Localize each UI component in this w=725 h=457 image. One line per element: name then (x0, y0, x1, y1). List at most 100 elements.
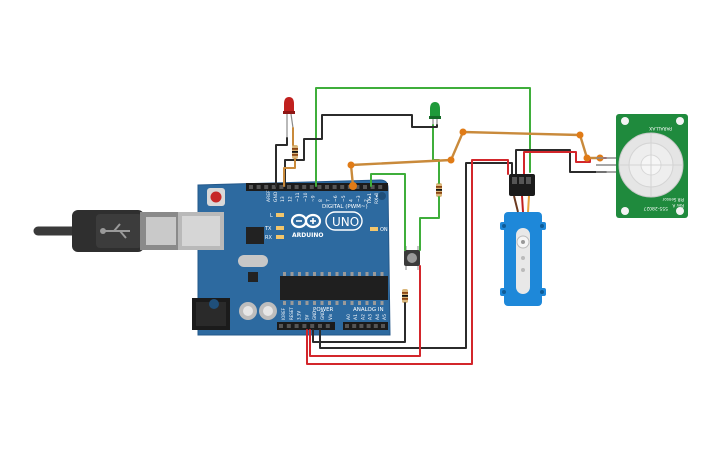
digital-pin-hole[interactable] (378, 185, 383, 189)
chip-pin (305, 272, 309, 276)
wire-red-pir-power[interactable] (523, 151, 607, 175)
power-pin-hole[interactable] (325, 324, 330, 328)
chip-pin (313, 301, 316, 305)
chip-pin (365, 301, 369, 305)
digital-pin-hole[interactable] (325, 185, 329, 189)
digital-pin-hole[interactable] (309, 185, 314, 189)
digital-pin-hole[interactable] (317, 185, 322, 189)
digital-pin-hole[interactable] (340, 185, 345, 189)
crystal (238, 255, 268, 267)
usb-cable[interactable] (33, 210, 180, 252)
analog-pin-label: A4 (375, 314, 381, 320)
wire-red-servo-power[interactable] (306, 159, 509, 365)
power-pin-hole[interactable] (310, 324, 315, 328)
led-tx-label: TX (264, 226, 272, 232)
wire-green-led-button[interactable] (419, 196, 440, 251)
digital-pin-label: 12 (288, 196, 294, 202)
led-tx-indicator (276, 226, 284, 230)
red-led[interactable] (283, 97, 295, 138)
analog-pin-label: A5 (382, 314, 388, 320)
power-pin-hole[interactable] (279, 324, 283, 328)
chip-pin (380, 301, 384, 305)
wire-black-button-gnd[interactable] (312, 302, 406, 343)
digital-pin-hole[interactable] (287, 185, 291, 189)
pir-sensor[interactable]: PARALLAX 555-28027 PIR Sensor Rev A (596, 114, 688, 218)
analog-pin-hole[interactable] (345, 324, 349, 328)
power-pin-hole[interactable] (302, 324, 307, 328)
analog-pin-label: A0 (346, 314, 352, 320)
on-led (370, 227, 378, 231)
digital-pin-hole[interactable] (271, 185, 276, 189)
analog-header (343, 322, 388, 330)
digital-pin-hole[interactable] (264, 185, 269, 189)
model-label: UNO (332, 215, 359, 229)
analog-pin-hole[interactable] (366, 324, 371, 328)
analog-pin-label: A2 (360, 314, 366, 320)
wire-green-led[interactable] (432, 124, 440, 184)
junction-dot (349, 182, 357, 190)
chip-pin (320, 301, 324, 305)
chip-pin (335, 272, 339, 276)
digital-pin-label: ~6 (333, 195, 339, 202)
analog-label: ANALOG IN (353, 307, 384, 313)
rx-pin-label: RX◂0 (374, 193, 380, 204)
digital-pin-hole[interactable] (279, 185, 284, 189)
chip-pin (358, 272, 361, 276)
power-pin-hole[interactable] (286, 324, 291, 328)
junction-dot (447, 156, 455, 164)
power-pin-label: Vin (328, 313, 333, 320)
chip-pin (298, 272, 301, 276)
green-led-resistor[interactable] (436, 183, 442, 197)
analog-pin-hole[interactable] (373, 324, 378, 328)
chip-pin (358, 301, 361, 305)
servo-motor[interactable] (500, 174, 546, 306)
pushbutton[interactable] (404, 246, 420, 270)
pir-rev-label: Rev A (672, 203, 684, 208)
gnd-label: GND (273, 191, 279, 202)
power-pin-hole[interactable] (294, 324, 299, 328)
wire-black-red-led[interactable] (275, 137, 288, 187)
green-led[interactable] (429, 102, 441, 125)
analog-pin-hole[interactable] (381, 324, 385, 328)
pir-part-label: 555-28027 (643, 205, 668, 211)
digital-pin-hole[interactable] (355, 185, 360, 189)
digital-pin-hole[interactable] (294, 185, 299, 189)
led-l-label: L (270, 213, 273, 219)
digital-header (246, 183, 388, 191)
wire-red-button-power[interactable] (309, 265, 421, 357)
digital-pin-label: 2 (364, 199, 370, 202)
digital-pin-hole[interactable] (370, 185, 375, 189)
red-led-resistor[interactable] (292, 145, 298, 159)
power-pin-hole[interactable] (318, 324, 322, 328)
wire-black-servo-gnd[interactable] (319, 162, 513, 349)
wire-orange-resistor-pin[interactable] (283, 158, 296, 187)
wire-green-button[interactable] (370, 173, 406, 251)
button-resistor[interactable] (402, 289, 408, 303)
wire-black-gnd[interactable] (284, 114, 438, 187)
digital-pin-hole[interactable] (302, 185, 307, 189)
digital-pin-label: 7 (326, 199, 332, 202)
digital-pin-label: 4 (348, 199, 354, 202)
arduino-logo-icon (290, 213, 322, 229)
wire-junctions (347, 128, 604, 190)
junction-dot (347, 161, 355, 169)
chip-pin (373, 272, 376, 276)
digital-pin-hole[interactable] (363, 185, 367, 189)
digital-pin-hole[interactable] (332, 185, 337, 189)
power-label: POWER (313, 307, 334, 313)
analog-pin-label: A1 (353, 314, 359, 320)
chip-pin (305, 301, 309, 305)
wire-black-pir-gnd[interactable] (515, 149, 607, 175)
analog-pin-hole[interactable] (352, 324, 357, 328)
digital-pin-label: ~9 (310, 195, 316, 202)
digital-pin-hole[interactable] (256, 185, 261, 189)
analog-pin-hole[interactable] (359, 324, 364, 328)
pir-sensor-label: PIR Sensor (662, 197, 684, 202)
power-pin-label: GND (312, 311, 317, 320)
wire-green-pir-signal[interactable] (315, 87, 531, 187)
digital-pin-label: ~10 (303, 192, 309, 202)
usb-chip (246, 227, 264, 244)
chip-pin (365, 272, 369, 276)
digital-pin-hole[interactable] (249, 185, 253, 189)
